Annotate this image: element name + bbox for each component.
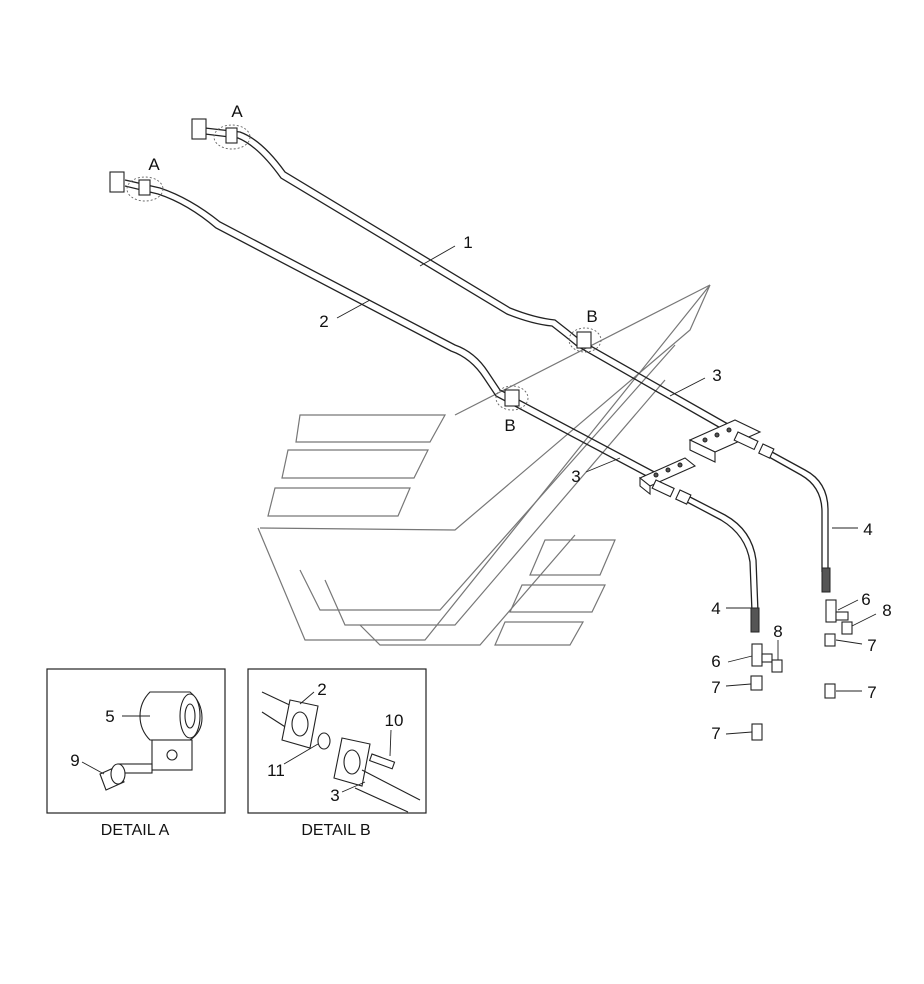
detail-a-marker-1	[213, 124, 251, 150]
callout-7-right-bottom: 7	[867, 683, 876, 702]
callout-7-left-bottom: 7	[711, 724, 720, 743]
pipe-1-end-fitting	[191, 118, 207, 140]
callout-8-right: 8	[882, 601, 891, 620]
pipe-2-clamp	[138, 179, 151, 196]
hose-4-right-ferrule	[821, 567, 831, 593]
bolt-10	[368, 753, 396, 770]
plug-8-right	[841, 621, 853, 635]
hose-4-left	[675, 489, 760, 633]
callout-4-left: 4	[711, 599, 720, 618]
callout-b-upper: B	[586, 307, 597, 326]
callout-a-upper: A	[231, 102, 243, 121]
callout-11: 11	[267, 761, 285, 780]
adapter-7-right-top	[824, 633, 836, 647]
adapter-7-left-top	[750, 675, 763, 691]
pipe-1	[191, 118, 736, 435]
callout-7-right-top: 7	[867, 636, 876, 655]
callout-1: 1	[463, 233, 472, 252]
detail-b-caption: DETAIL B	[301, 822, 370, 839]
callout-a-lower: A	[148, 155, 160, 174]
callout-9: 9	[70, 751, 79, 770]
tee-fitting-6-right	[825, 599, 837, 623]
pipe-2	[109, 171, 661, 482]
callout-4-right: 4	[863, 520, 872, 539]
hose-4-right	[758, 443, 831, 593]
callout-2: 2	[319, 312, 328, 331]
plug-8-left	[771, 659, 783, 673]
detail-b-marker-1	[568, 327, 602, 353]
clamp-b-1	[576, 331, 592, 349]
callout-3-lower: 3	[571, 467, 580, 486]
callout-8-left: 8	[773, 622, 782, 641]
callout-5: 5	[105, 707, 114, 726]
leader-lines	[336, 245, 877, 735]
clamp-b-2	[504, 389, 520, 407]
pipe-2-end-fitting	[109, 171, 125, 193]
callout-7-left-top: 7	[711, 678, 720, 697]
callout-6-right: 6	[861, 590, 870, 609]
callout-b-lower: B	[504, 416, 515, 435]
hose-4-left-ferrule	[750, 607, 760, 633]
tee-branch-left	[761, 653, 773, 663]
callout-10: 10	[385, 711, 404, 730]
callout-3-upper: 3	[712, 366, 721, 385]
detail-a-panel: 5 9	[46, 668, 226, 814]
o-ring-11	[317, 732, 331, 750]
pipe-1-clamp	[225, 127, 238, 144]
callout-3-detail: 3	[330, 786, 339, 805]
detail-b-marker-2	[495, 385, 529, 411]
callout-6-left: 6	[711, 652, 720, 671]
detail-a-marker-2	[126, 176, 164, 202]
washer	[110, 763, 126, 785]
adapter-7-right-bottom	[824, 683, 836, 699]
manifold-block-upper	[688, 419, 762, 463]
adapter-7-left-bottom	[751, 723, 763, 741]
detail-a-caption: DETAIL A	[101, 822, 170, 839]
manifold-block-lower	[638, 457, 697, 498]
callout-2-detail: 2	[317, 680, 326, 699]
tee-fitting-6-left	[751, 643, 763, 667]
tee-branch-right	[835, 611, 849, 621]
detail-b-panel: 2 11 10 3	[247, 668, 427, 814]
